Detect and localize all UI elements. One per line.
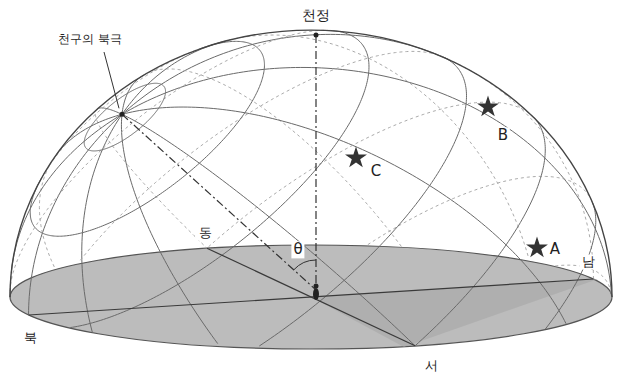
hidden-sky-circle [79,189,148,262]
direction-label: 남 [580,255,597,270]
dome-outline [10,30,612,297]
pole-dot [120,112,125,117]
hidden-sky-circle [42,114,96,177]
sky-circle [122,114,415,345]
observer-figure [313,288,319,300]
sky-circle [122,67,611,295]
direction-label: 동 [197,226,214,241]
star-symbol [526,236,548,257]
zenith-label: 천정 [300,7,332,23]
hidden-sky-circle [39,156,55,267]
horizon-line [207,248,415,346]
angle-label: θ [291,241,304,258]
sky-circle [259,57,466,346]
direction-label: 북 [22,331,39,346]
sky-circle [30,41,264,236]
leader-line [104,52,119,108]
sky-circle [415,117,545,346]
sphere-marks [104,33,548,301]
pole-axis-line [122,114,316,290]
sky-circle [70,30,369,327]
sky-circle [12,114,122,270]
hidden-sky-circle [149,51,444,188]
zenith-line [315,35,316,290]
hidden-sky-circle [10,142,110,289]
sky-circle [122,107,566,324]
star-label: A [548,241,562,258]
star-symbol [477,95,499,116]
direction-label: 서 [423,359,440,374]
star-symbol [345,146,367,167]
star-label: C [369,163,383,180]
sphere-grid [10,30,611,346]
angle-arc [294,260,316,270]
observer-head [314,284,319,289]
sky-circle [121,114,217,343]
hidden-sky-circle [207,102,533,248]
zenith-dot [314,33,319,38]
pole-label: 천구의 북극 [56,33,124,47]
hidden-sky-circle [367,176,593,245]
sky-circle [82,114,122,332]
sky-circle [122,34,448,114]
sky-circle [545,202,596,330]
star-label: B [496,127,510,144]
hidden-sky-circle [95,109,207,248]
hidden-sky-circle [448,59,594,279]
sky-circle [97,108,122,114]
